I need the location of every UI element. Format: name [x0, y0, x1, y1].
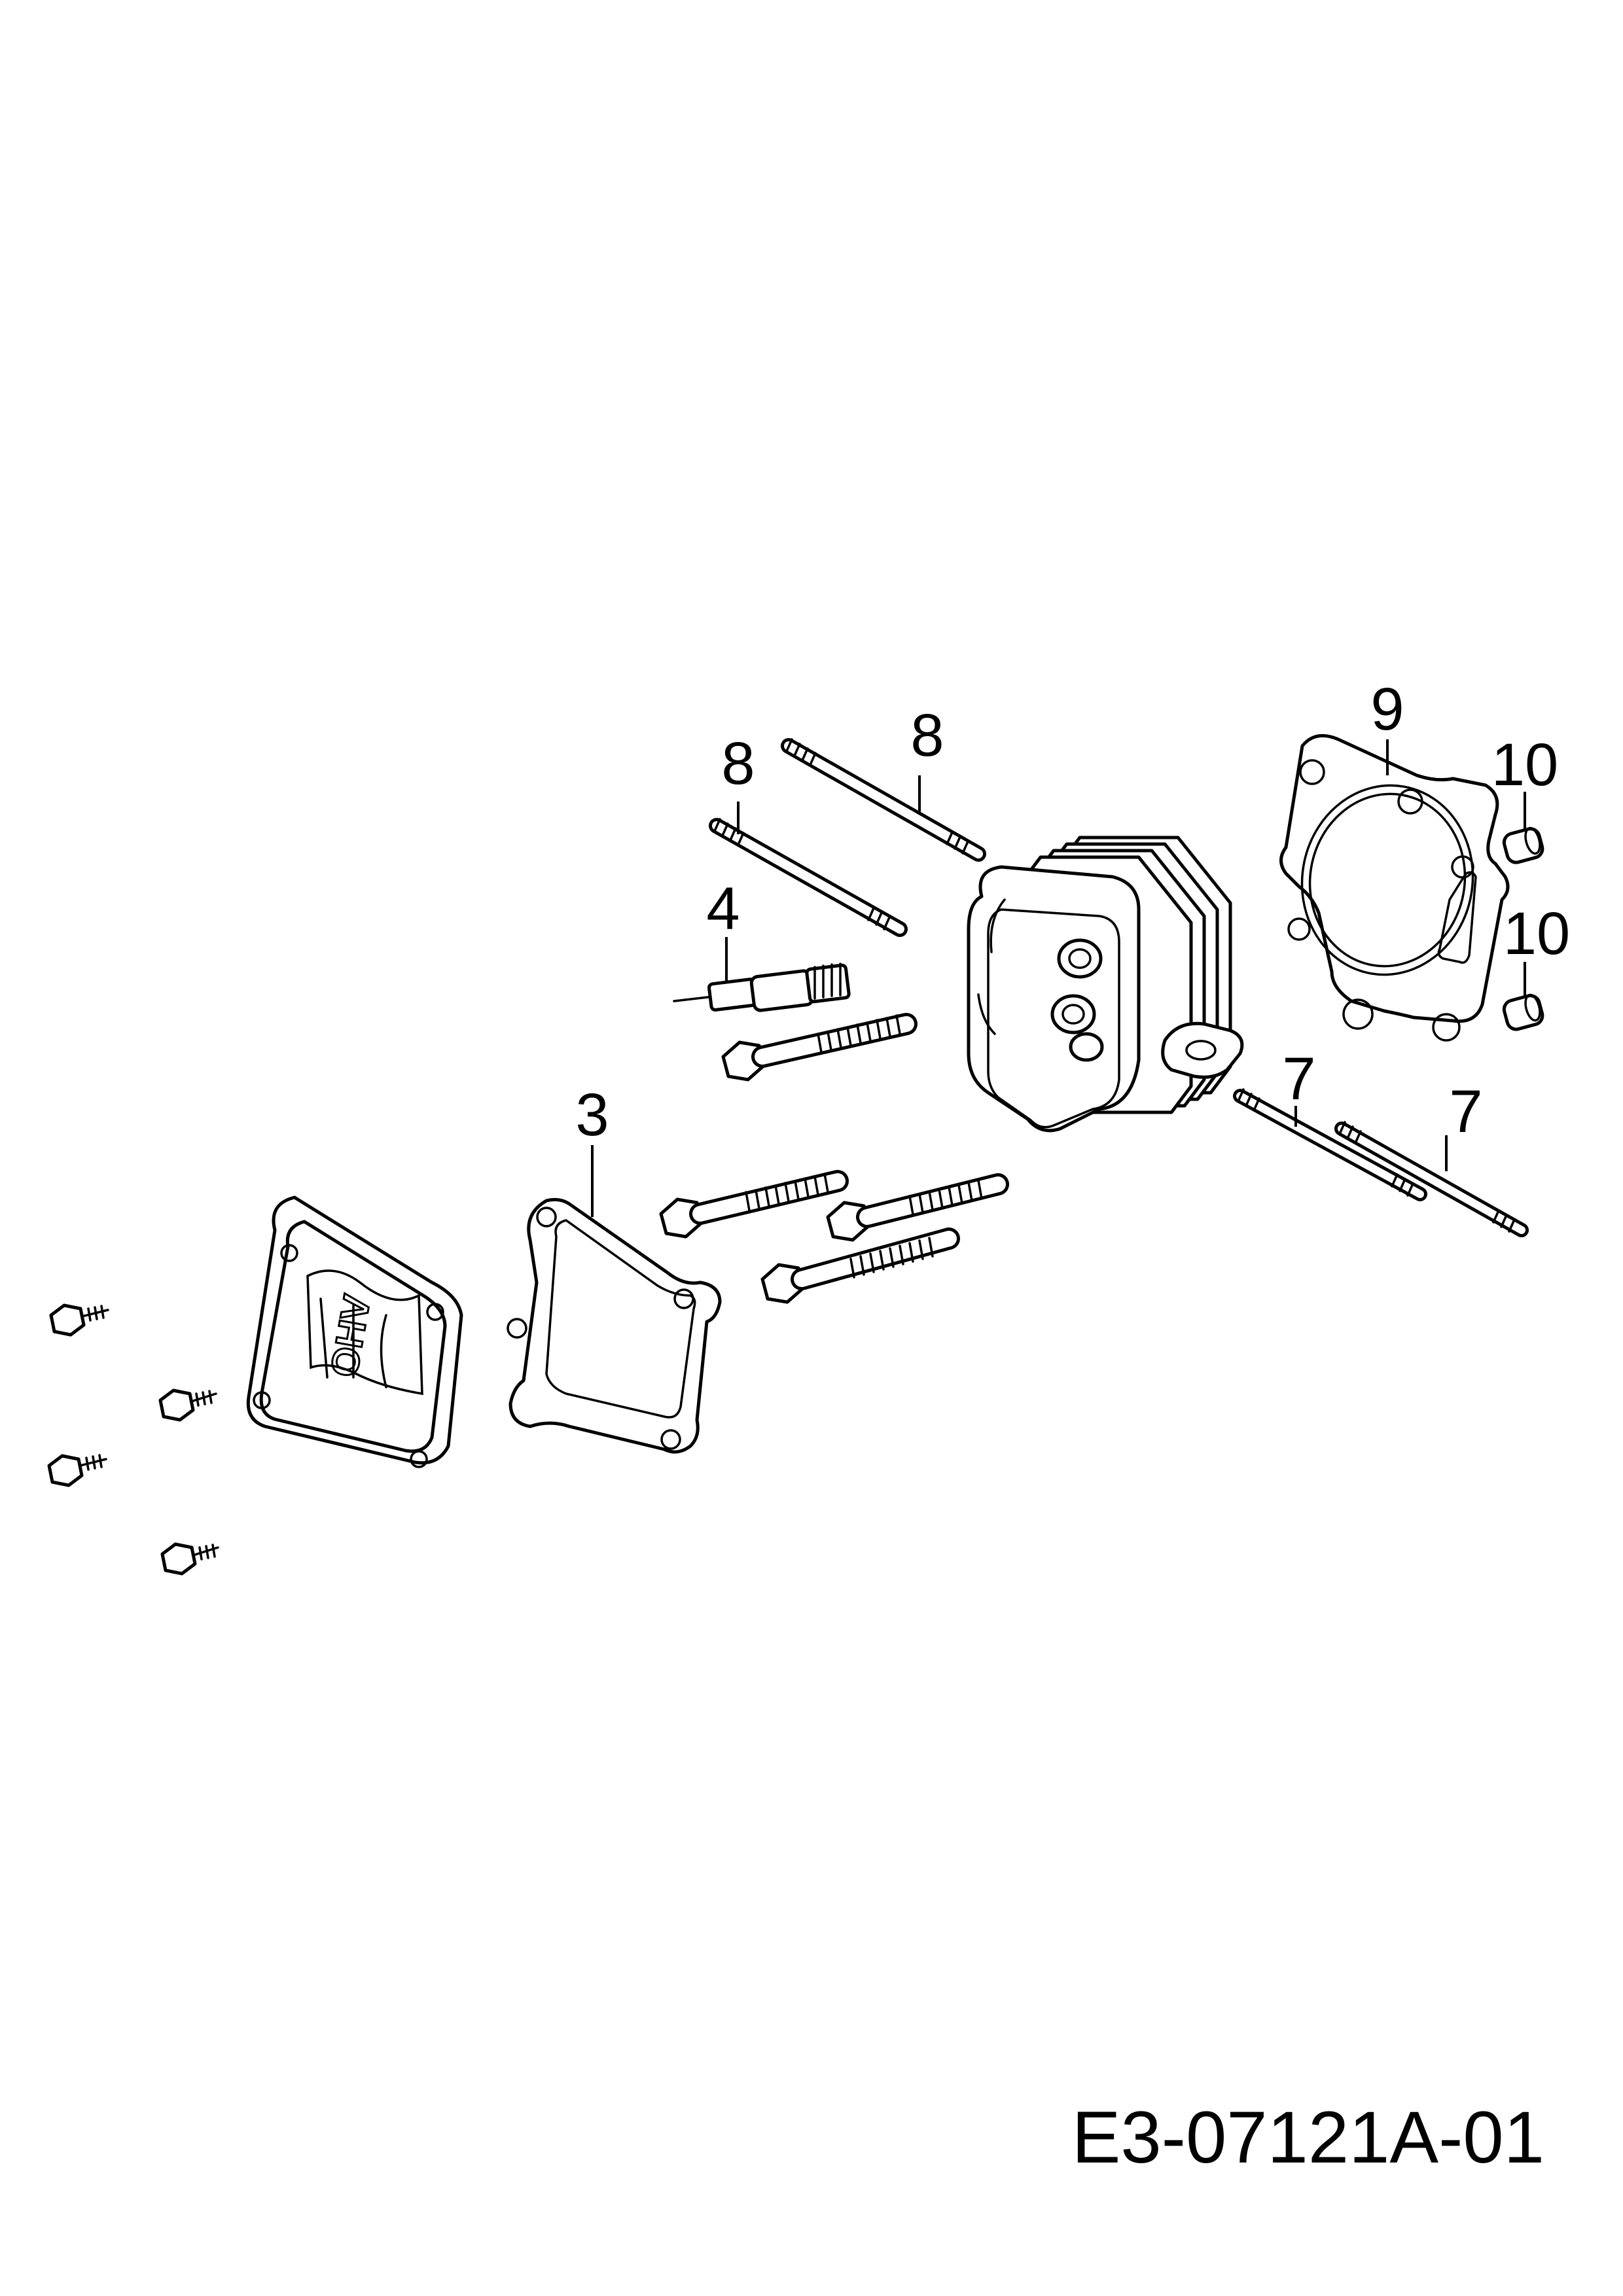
valve-cover: OHV — [246, 1195, 463, 1468]
head-bolt-3 — [826, 1173, 1009, 1242]
cover-screw-4 — [160, 1542, 219, 1576]
drawing-code: E3-07121A-01 — [1072, 2096, 1544, 2178]
callout-10-upper: 10 — [1491, 732, 1558, 798]
valve-cover-gasket — [507, 1197, 722, 1454]
dowel-upper — [1502, 826, 1544, 864]
head-gasket — [1279, 733, 1510, 1042]
dowel-lower — [1502, 993, 1544, 1031]
head-bolt-2 — [659, 1170, 849, 1239]
callout-8-left: 8 — [721, 730, 755, 797]
head-bolt-1 — [721, 1013, 918, 1082]
stud-right-1 — [1233, 1088, 1427, 1201]
head-bolt-4 — [760, 1227, 960, 1304]
callout-9: 9 — [1370, 676, 1404, 743]
cylinder-head — [967, 836, 1244, 1133]
cover-screw-3 — [47, 1454, 107, 1487]
stud-upper — [781, 738, 986, 862]
callout-3: 3 — [575, 1082, 609, 1148]
callout-4: 4 — [706, 875, 740, 942]
cover-screw-1 — [49, 1303, 109, 1337]
callout-7-right: 7 — [1449, 1078, 1482, 1145]
stud-lower — [709, 818, 908, 937]
stud-right-2 — [1334, 1121, 1529, 1237]
callout-10-lower: 10 — [1503, 900, 1570, 967]
callout-7-left: 7 — [1282, 1046, 1315, 1112]
spark-plug — [673, 963, 851, 1012]
cover-screw-2 — [158, 1388, 217, 1422]
callout-8-right: 8 — [910, 702, 944, 769]
